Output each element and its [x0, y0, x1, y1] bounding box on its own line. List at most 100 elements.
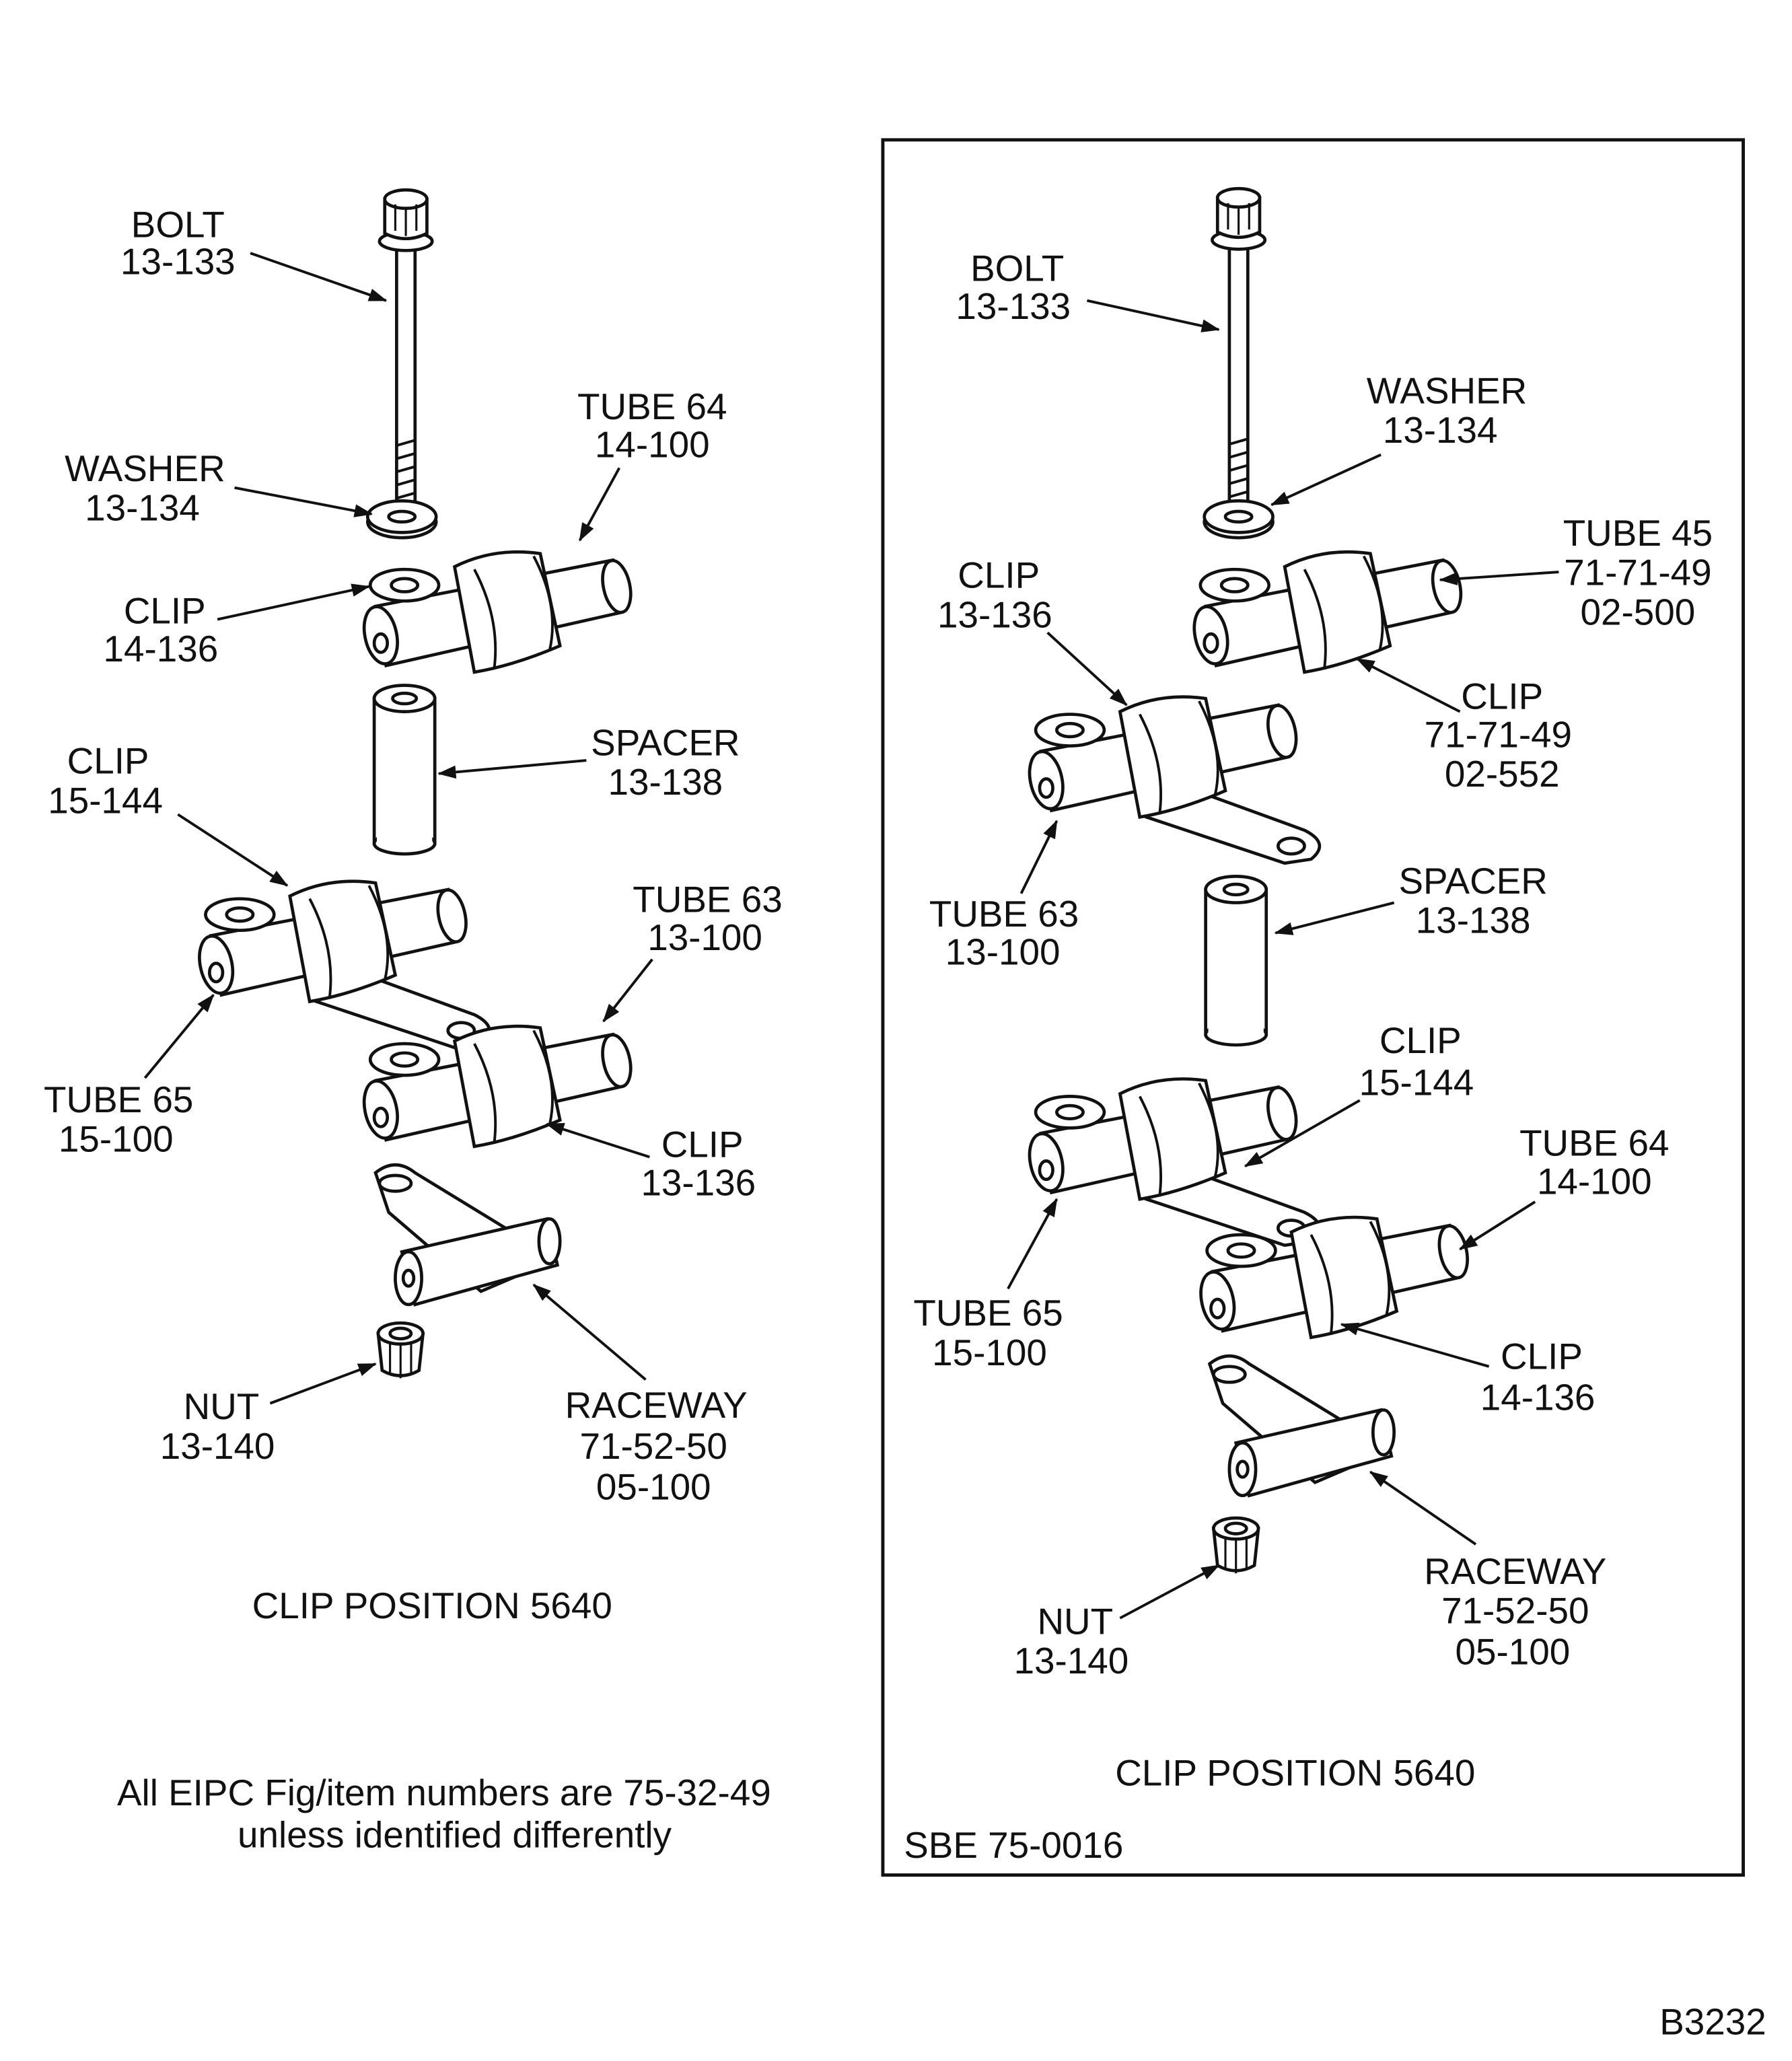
- label-washer: WASHER: [1367, 369, 1528, 411]
- label-clip: CLIP: [1461, 676, 1543, 717]
- leader-arrow: [177, 813, 289, 887]
- leader-arrow: [602, 958, 653, 1023]
- label-clip: CLIP: [124, 589, 206, 631]
- label-tube45-num: 71-71-49: [1564, 552, 1711, 593]
- label-nut: NUT: [1037, 1600, 1113, 1642]
- leader-arrow: [1270, 454, 1382, 507]
- label-clip-num2: 02-552: [1445, 753, 1560, 795]
- left-panel: BOLT 13-133 TUBE 64 14-100 WASHER 13-134…: [44, 190, 783, 1856]
- label-clip-num: 15-144: [1359, 1061, 1474, 1103]
- leader-arrow: [1019, 820, 1059, 894]
- label-spacer: SPACER: [1398, 860, 1547, 902]
- label-clip-num: 14-136: [1480, 1376, 1596, 1418]
- spacer-part: [374, 685, 435, 854]
- leader-arrow: [217, 583, 371, 621]
- washer-part: [367, 501, 436, 538]
- nut-part: [378, 1323, 423, 1378]
- label-nut-num: 13-140: [1014, 1640, 1129, 1682]
- label-tube63-num: 13-100: [945, 931, 1061, 973]
- label-tube63: TUBE 63: [633, 878, 782, 920]
- leader-arrow: [532, 1283, 647, 1381]
- label-tube64: TUBE 64: [1519, 1122, 1669, 1164]
- leader-arrow: [578, 467, 621, 542]
- label-tube65: TUBE 65: [913, 1292, 1063, 1334]
- label-tube65-num: 15-100: [932, 1332, 1047, 1373]
- leader-arrow: [1458, 1200, 1536, 1251]
- clip-tube-part: [1196, 1217, 1472, 1338]
- foot-clip-part: [194, 881, 489, 1048]
- label-tube63-num: 13-100: [647, 916, 762, 958]
- leader-arrow: [1274, 901, 1395, 935]
- label-raceway-num: 71-52-50: [1441, 1590, 1589, 1632]
- label-clip-num: 13-136: [937, 593, 1052, 635]
- label-raceway: RACEWAY: [1424, 1550, 1606, 1592]
- nut-part: [1213, 1518, 1258, 1573]
- label-bolt: BOLT: [970, 247, 1064, 289]
- leader-arrow: [269, 1363, 377, 1405]
- leader-arrow: [1439, 571, 1559, 585]
- figure-id: B3232: [1659, 2001, 1766, 2043]
- leader-arrow: [234, 486, 373, 517]
- label-clip: CLIP: [958, 554, 1040, 596]
- label-tube64-num: 14-100: [1537, 1160, 1652, 1202]
- label-bolt-num: 13-133: [120, 241, 236, 283]
- leader-arrow: [1046, 631, 1128, 707]
- label-spacer-num: 13-138: [1416, 900, 1531, 941]
- label-clip: CLIP: [661, 1123, 744, 1165]
- label-tube64: TUBE 64: [577, 386, 727, 427]
- label-clip: CLIP: [1379, 1019, 1462, 1061]
- leader-arrow: [1119, 1564, 1220, 1620]
- label-tube65: TUBE 65: [44, 1079, 193, 1120]
- leader-arrow: [1007, 1198, 1059, 1290]
- clip-tube-part: [359, 1026, 635, 1147]
- sbe-frame: [881, 138, 1745, 1877]
- label-raceway-num: 71-52-50: [580, 1425, 727, 1467]
- label-tube65-num: 15-100: [59, 1118, 174, 1160]
- leader-arrow: [437, 759, 587, 779]
- label-tube45: TUBE 45: [1563, 512, 1713, 554]
- clip-tube-part: [359, 552, 635, 672]
- note-line-2: unless identified differently: [238, 1814, 672, 1856]
- leader-arrow: [250, 252, 388, 302]
- label-clip-num: 14-136: [104, 628, 219, 670]
- bolt-part: [380, 190, 432, 524]
- label-nut: NUT: [184, 1385, 260, 1427]
- label-clip-num: 71-71-49: [1425, 714, 1572, 756]
- leader-arrow: [1356, 657, 1461, 713]
- label-spacer-num: 13-138: [608, 761, 723, 803]
- label-bolt-num: 13-133: [956, 285, 1071, 327]
- caption-right: CLIP POSITION 5640: [1115, 1751, 1475, 1793]
- clip-tube-part: [1190, 552, 1466, 672]
- caption-left: CLIP POSITION 5640: [252, 1585, 612, 1626]
- leader-arrow: [1369, 1470, 1477, 1546]
- bolt-part: [1212, 188, 1264, 523]
- label-raceway-num2: 05-100: [596, 1466, 711, 1508]
- leader-arrow: [1087, 299, 1221, 332]
- label-tube45-num2: 02-500: [1581, 591, 1696, 632]
- label-bolt: BOLT: [131, 204, 225, 246]
- leader-arrow: [1244, 1099, 1361, 1167]
- label-clip: CLIP: [1501, 1336, 1583, 1377]
- label-clip-num: 13-136: [641, 1161, 756, 1203]
- label-washer-num: 13-134: [85, 487, 200, 529]
- foot-clip-part: [1025, 697, 1320, 863]
- spacer-part: [1206, 876, 1266, 1045]
- washer-part: [1205, 501, 1273, 538]
- label-nut-num: 13-140: [160, 1425, 275, 1467]
- sbe-reference: SBE 75-0016: [904, 1824, 1123, 1866]
- right-panel-sbe: BOLT 13-133 WASHER 13-134 TUBE 45 71-71-…: [881, 138, 1745, 1877]
- label-raceway-num2: 05-100: [1456, 1630, 1571, 1672]
- leader-arrow: [143, 994, 215, 1079]
- label-washer: WASHER: [65, 447, 225, 489]
- raceway-part: [1210, 1356, 1394, 1496]
- label-clip: CLIP: [67, 740, 149, 782]
- label-clip-num: 15-144: [48, 779, 163, 821]
- label-washer-num: 13-134: [1383, 409, 1498, 451]
- label-tube64-num: 14-100: [595, 424, 710, 466]
- label-spacer: SPACER: [591, 721, 740, 763]
- note-line-1: All EIPC Fig/item numbers are 75-32-49: [117, 1772, 771, 1813]
- leader-arrow: [545, 1122, 650, 1159]
- label-raceway: RACEWAY: [565, 1384, 748, 1426]
- raceway-part: [375, 1165, 560, 1305]
